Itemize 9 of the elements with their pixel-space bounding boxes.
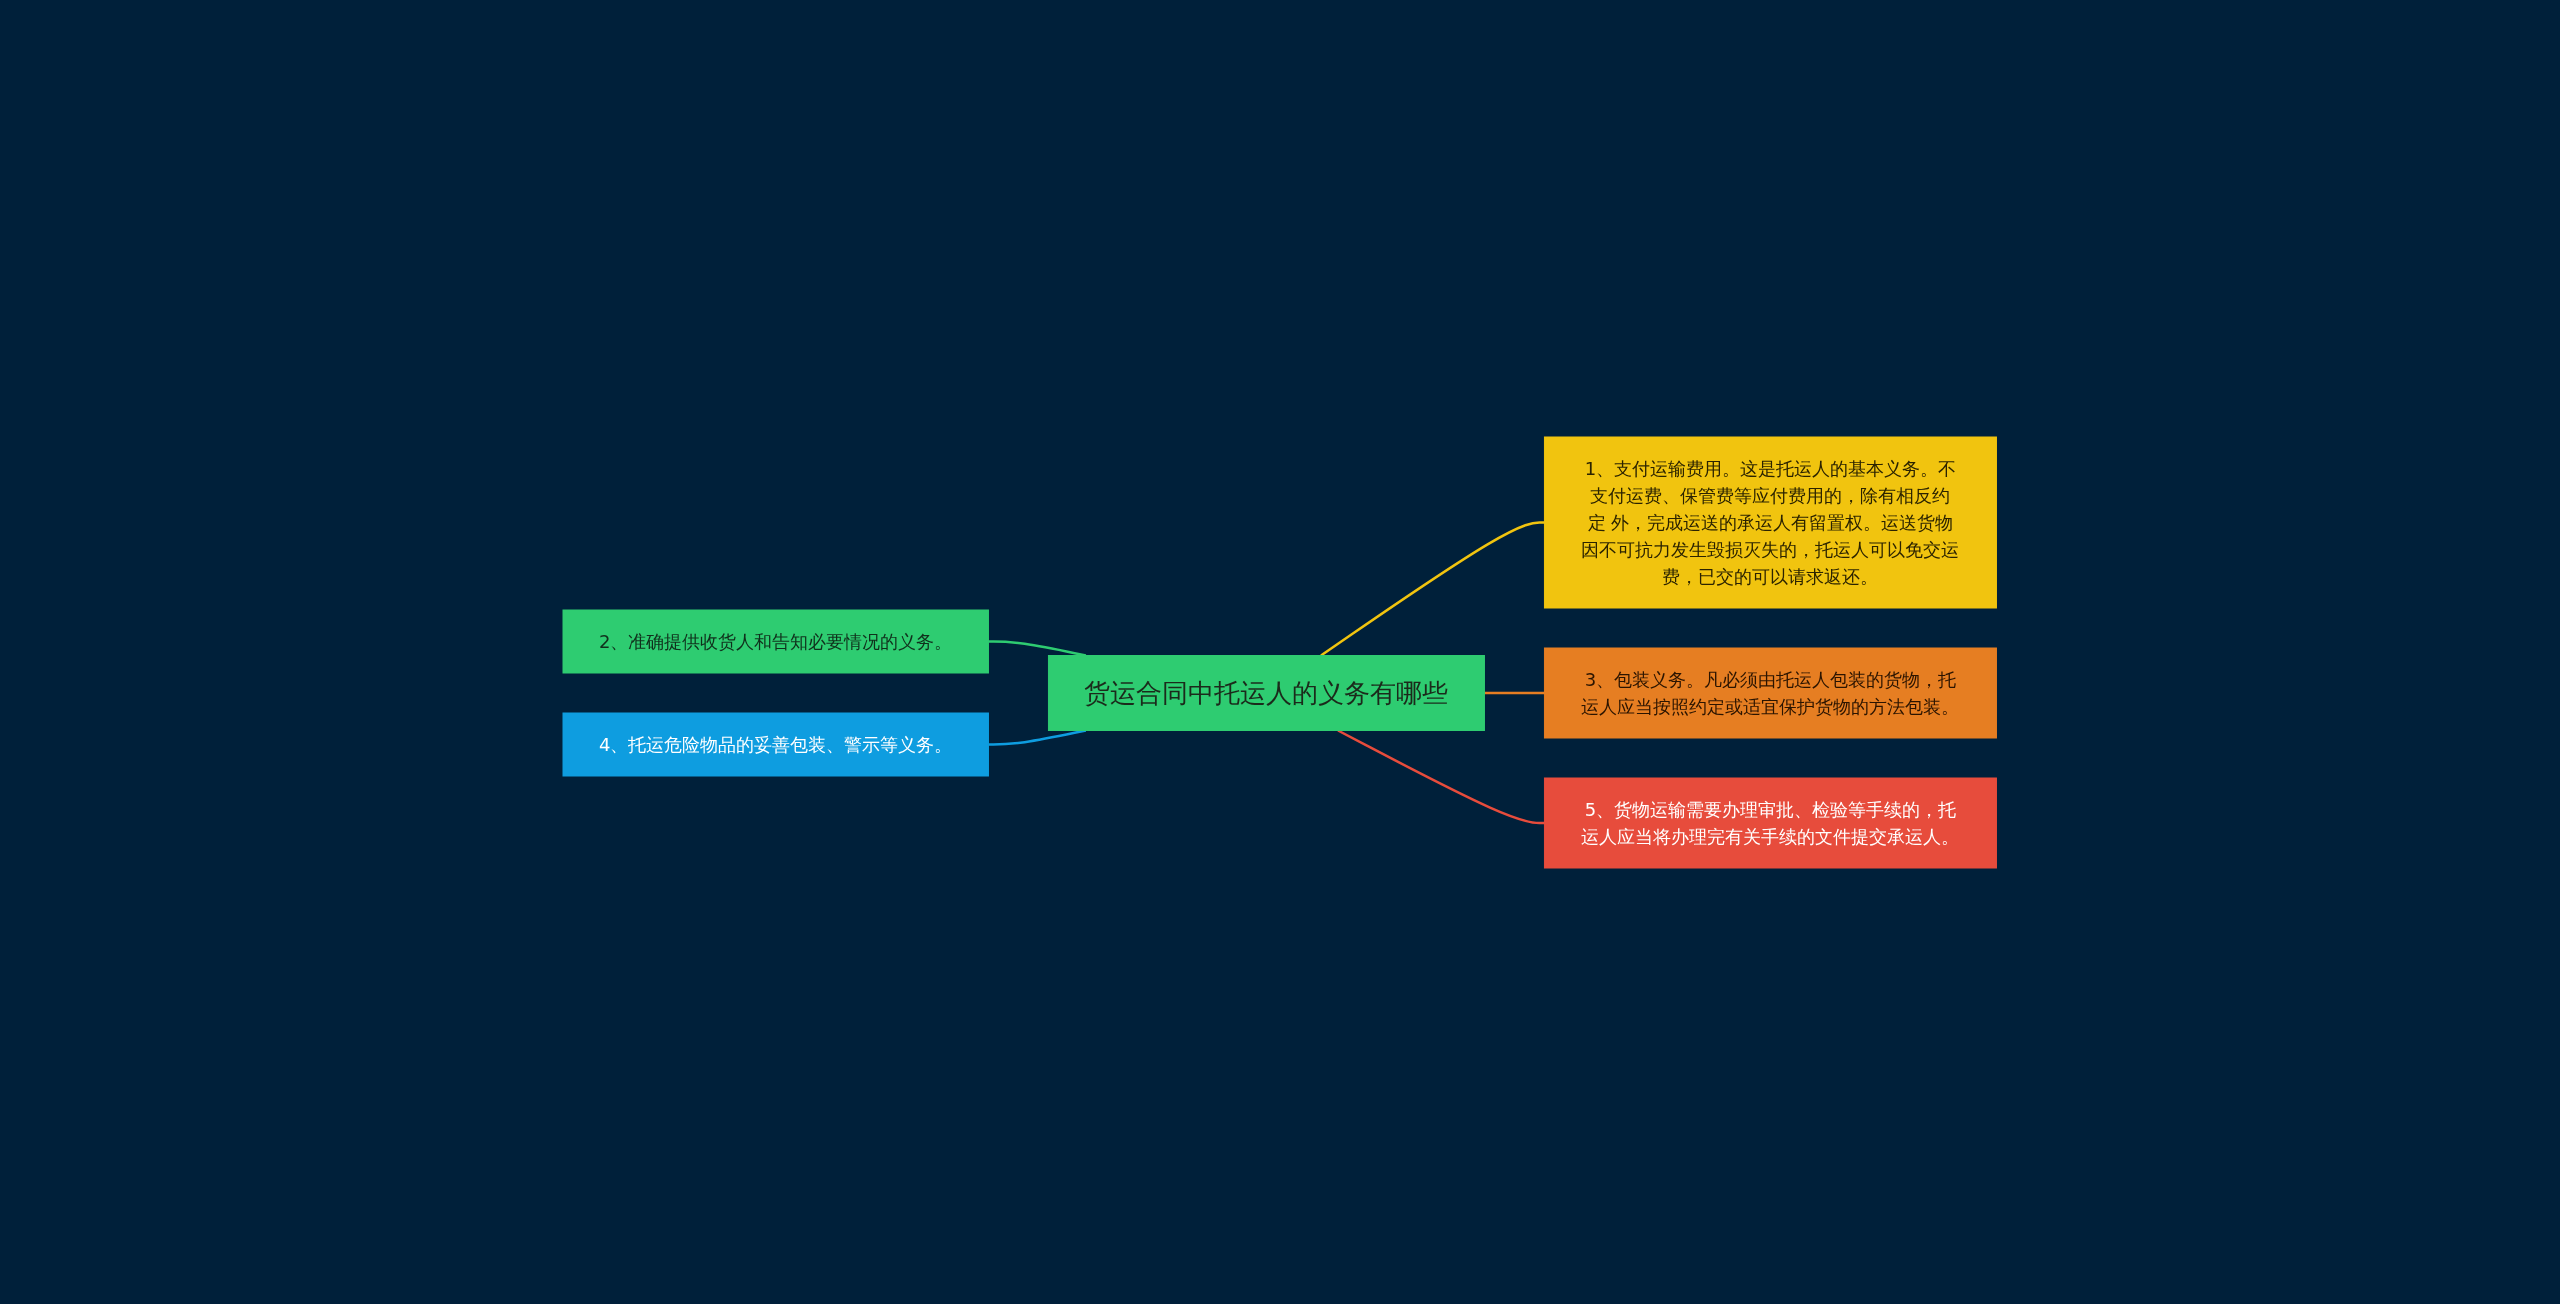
- node-box: 5、货物运输需要办理审批、检验等手续的，托运人应当将办理完有关手续的文件提交承运人。: [1544, 777, 1998, 868]
- node-box: 2、准确提供收货人和告知必要情况的义务。: [562, 609, 990, 673]
- node-box: 货运合同中托运人的义务有哪些: [1048, 654, 1486, 731]
- connector: [1484, 691, 1545, 694]
- node-box: 3、包装义务。凡必须由托运人包装的货物，托运人应当按照约定或适宜保护货物的方法包装。: [1544, 647, 1998, 738]
- node-box: 1、支付运输费用。这是托运人的基本义务。不支付运费、保管费等应付费用的，除有相反约定 外，完成运送的承运人有留置权。运送货物因不可抗力发生毁损灭失的，托运人可以免交运费，已交的可以请求返还。: [1544, 436, 1998, 608]
- connector: [1320, 520, 1545, 657]
- connector: [988, 639, 1087, 657]
- node-box: 4、托运危险物品的妥善包装、警示等义务。: [562, 712, 990, 776]
